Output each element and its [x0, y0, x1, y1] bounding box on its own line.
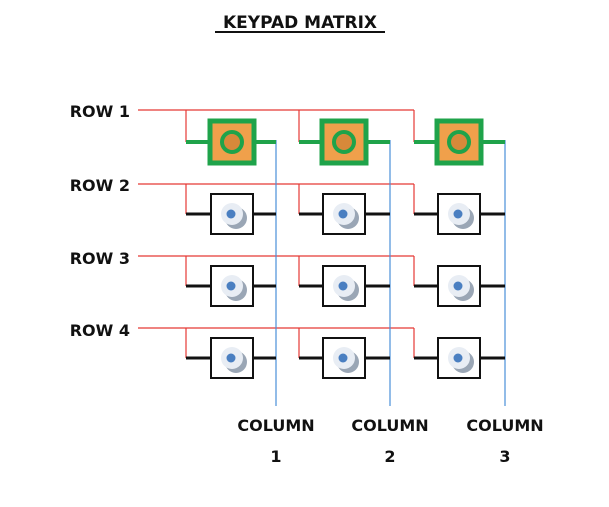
- keys: [186, 118, 505, 379]
- key-r3-c1: [186, 265, 276, 307]
- column-3-label: COLUMN: [466, 416, 543, 435]
- column-1-number: 1: [270, 447, 281, 466]
- column-wires: [275, 140, 506, 406]
- key-button-dot: [226, 353, 236, 363]
- key-r4-c2: [299, 337, 390, 379]
- key-button-dot: [338, 281, 348, 291]
- key-r1-c3: [414, 118, 505, 166]
- column-1-label: COLUMN: [237, 416, 314, 435]
- key-button-dot: [226, 209, 236, 219]
- key-r3-c3: [414, 265, 505, 307]
- key-button-dot: [338, 353, 348, 363]
- row-2-label: ROW 2: [70, 176, 130, 195]
- column-3-number: 3: [499, 447, 510, 466]
- key-button-dot: [453, 281, 463, 291]
- key-button-dot: [453, 209, 463, 219]
- key-r3-c2: [299, 265, 390, 307]
- key-button-dot: [338, 209, 348, 219]
- row-1-wiring: [138, 109, 415, 142]
- key-body: [207, 118, 257, 166]
- key-button-dot: [453, 353, 463, 363]
- row-3-label: ROW 3: [70, 249, 130, 268]
- key-button-ring: [447, 130, 471, 154]
- column-2-label: COLUMN: [351, 416, 428, 435]
- key-r1-c2: [299, 118, 390, 166]
- diagram-title: KEYPAD MATRIX: [223, 13, 377, 33]
- key-button-dot: [226, 281, 236, 291]
- key-r4-c3: [414, 337, 505, 379]
- key-r2-c3: [414, 193, 505, 235]
- key-r4-c1: [186, 337, 276, 379]
- key-button-ring: [332, 130, 356, 154]
- key-r1-c1: [186, 118, 276, 166]
- row-4-label: ROW 4: [70, 321, 130, 340]
- key-r2-c1: [186, 193, 276, 235]
- key-r2-c2: [299, 193, 390, 235]
- row-1-label: ROW 1: [70, 102, 130, 121]
- key-button-ring: [220, 130, 244, 154]
- column-2-number: 2: [384, 447, 395, 466]
